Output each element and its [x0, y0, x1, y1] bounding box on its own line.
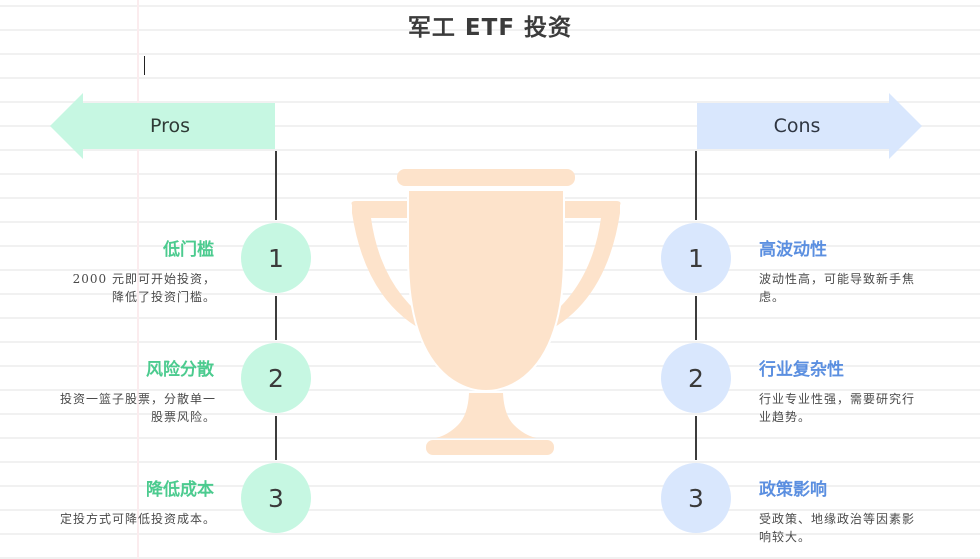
cons-item-description: 波动性高，可能导致新手焦虑。 [759, 272, 916, 304]
pros-number-badge: 3 [241, 463, 311, 533]
trophy-icon [346, 165, 626, 460]
cons-number-badge: 3 [661, 463, 731, 533]
cons-item-description: 受政策、地缘政治等因素影响较大。 [759, 512, 916, 544]
text-cursor [144, 56, 145, 75]
cons-item-title: 高波动性 [759, 240, 827, 260]
pros-arrow: Pros [50, 93, 276, 159]
pros-item-title: 降低成本 [146, 480, 214, 500]
cons-label: Cons [773, 115, 821, 137]
arrow-left-icon [50, 93, 275, 159]
pros-item-title: 风险分散 [146, 360, 214, 380]
cons-number-badge: 1 [661, 223, 731, 293]
page-title: 军工 ETF 投资 [407, 15, 573, 41]
pros-number-badge: 2 [241, 343, 311, 413]
cons-item-title: 行业复杂性 [759, 360, 844, 380]
pros-connector [275, 151, 277, 220]
pros-item-description: 投资一篮子股票，分散单一股票风险。 [60, 392, 217, 424]
pros-item-title: 低门槛 [163, 240, 214, 260]
pros-connector [275, 296, 277, 340]
pros-label: Pros [149, 115, 191, 137]
cons-number-badge: 2 [661, 343, 731, 413]
cons-connector [695, 296, 697, 340]
pros-number-badge: 1 [241, 223, 311, 293]
cons-connector [695, 416, 697, 460]
pros-item-description: 2000 元即可开始投资，降低了投资门槛。 [72, 272, 216, 304]
cons-item-description: 行业专业性强，需要研究行业趋势。 [759, 392, 916, 424]
cons-arrow: Cons [697, 93, 923, 159]
cons-connector [695, 151, 697, 220]
pros-item-description: 定投方式可降低投资成本。 [60, 512, 217, 526]
arrow-right-icon [697, 93, 922, 159]
cons-item-title: 政策影响 [759, 480, 827, 500]
pros-connector [275, 416, 277, 460]
notebook-margin-line [137, 0, 139, 559]
